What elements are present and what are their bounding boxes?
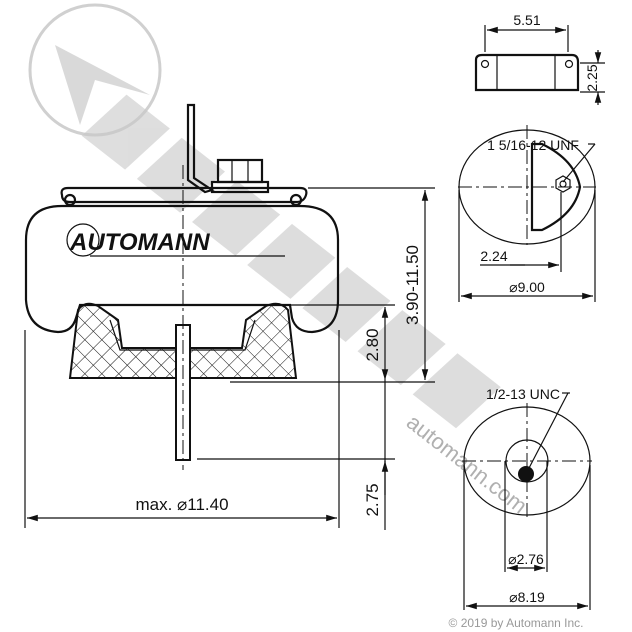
dim-stud-length: 2.75 [363, 483, 382, 516]
dim-bracket-height: 2.25 [584, 64, 600, 91]
bead-plate [60, 186, 308, 204]
piston [68, 302, 298, 379]
dim-piston-height: 2.80 [363, 328, 382, 361]
plate-top-view: 1 5/16-12 UNF 2.24 ⌀9.00 [458, 125, 596, 302]
dim-max-diameter: max. ⌀11.40 [135, 495, 228, 514]
dim-plate-diameter: ⌀9.00 [509, 279, 545, 295]
main-side-view: AUTOMANN 3.90-11.50 2.80 2.75 max. ⌀11.4… [24, 103, 435, 530]
watermark-url: automann.com [402, 409, 532, 518]
copyright: © 2019 by Automann Inc. [449, 616, 584, 630]
bracket-plate [530, 142, 582, 232]
dim-offset: 2.24 [480, 248, 507, 264]
piston-bottom-view: 1/2-13 UNC ⌀2.76 ⌀8.19 [462, 386, 592, 610]
brand-logo-text: AUTOMANN [69, 229, 210, 256]
dim-height-range: 3.90-11.50 [403, 245, 422, 325]
bracket-top-view: 5.51 2.25 [474, 12, 605, 105]
dim-inner-diameter: ⌀2.76 [508, 551, 544, 567]
thread-label-unc: 1/2-13 UNC [486, 386, 560, 402]
watermark-logo-mark [55, 45, 150, 125]
nut-hex [555, 175, 571, 193]
watermark: automann.com [28, 3, 532, 519]
dim-outer-diameter: ⌀8.19 [509, 589, 545, 605]
dim-bracket-width: 5.51 [513, 12, 540, 28]
thread-label-unf: 1 5/16-12 UNF [487, 137, 579, 153]
nut [216, 158, 264, 184]
stud-hole [518, 466, 534, 482]
rubber-bellows [24, 204, 340, 334]
brand-logo-icon [66, 223, 100, 257]
